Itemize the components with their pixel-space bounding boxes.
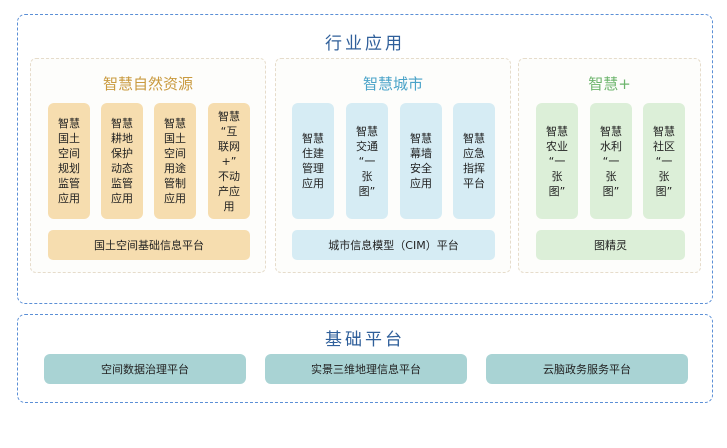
card-land-use-control: 智慧 国土 空间 用途 管制 应用 — [154, 103, 196, 219]
card-farmland-protection: 智慧 耕地 保护 动态 监管 应用 — [101, 103, 143, 219]
card-water-one-map: 智慧 水利 “一 张 图” — [590, 103, 632, 219]
base-item-data-governance: 空间数据治理平台 — [44, 354, 246, 384]
base-item-cloud-brain: 云脑政务服务平台 — [486, 354, 688, 384]
card-curtain-wall-safety: 智慧 幕墙 安全 应用 — [400, 103, 442, 219]
base-platform-title: 基础平台 — [325, 330, 405, 350]
group-title-smart-plus: 智慧+ — [588, 75, 631, 93]
card-land-planning-supervision: 智慧 国土 空间 规划 监管 应用 — [48, 103, 90, 219]
card-traffic-one-map: 智慧 交通 “一 张 图” — [346, 103, 388, 219]
industry-application-title: 行业应用 — [325, 34, 405, 54]
platform-land-space-info: 国土空间基础信息平台 — [48, 230, 250, 260]
group-smart-plus: 智慧+ 智慧 农业 “一 张 图” 智慧 水利 “一 张 图” 智慧 社区 “一… — [518, 58, 701, 273]
platform-cim: 城市信息模型（CIM）平台 — [292, 230, 495, 260]
card-internet-real-estate: 智慧 “互 联网 +” 不动 产应 用 — [208, 103, 250, 219]
platform-tu-jingling: 图精灵 — [536, 230, 685, 260]
group-smart-city: 智慧城市 智慧 住建 管理 应用 智慧 交通 “一 张 图” 智慧 幕墙 安全 … — [275, 58, 511, 273]
card-community-one-map: 智慧 社区 “一 张 图” — [643, 103, 685, 219]
group-title-natural-resources: 智慧自然资源 — [102, 75, 193, 93]
card-housing-construction: 智慧 住建 管理 应用 — [292, 103, 334, 219]
card-agriculture-one-map: 智慧 农业 “一 张 图” — [536, 103, 578, 219]
group-title-smart-city: 智慧城市 — [362, 75, 423, 93]
base-item-3d-geo-info: 实景三维地理信息平台 — [265, 354, 467, 384]
card-emergency-command: 智慧 应急 指挥 平台 — [453, 103, 495, 219]
industry-application-frame: 行业应用 — [17, 14, 713, 304]
base-platform-frame: 基础平台 空间数据治理平台 实景三维地理信息平台 云脑政务服务平台 — [17, 314, 713, 403]
group-smart-natural-resources: 智慧自然资源 智慧 国土 空间 规划 监管 应用 智慧 耕地 保护 动态 监管 … — [30, 58, 266, 273]
